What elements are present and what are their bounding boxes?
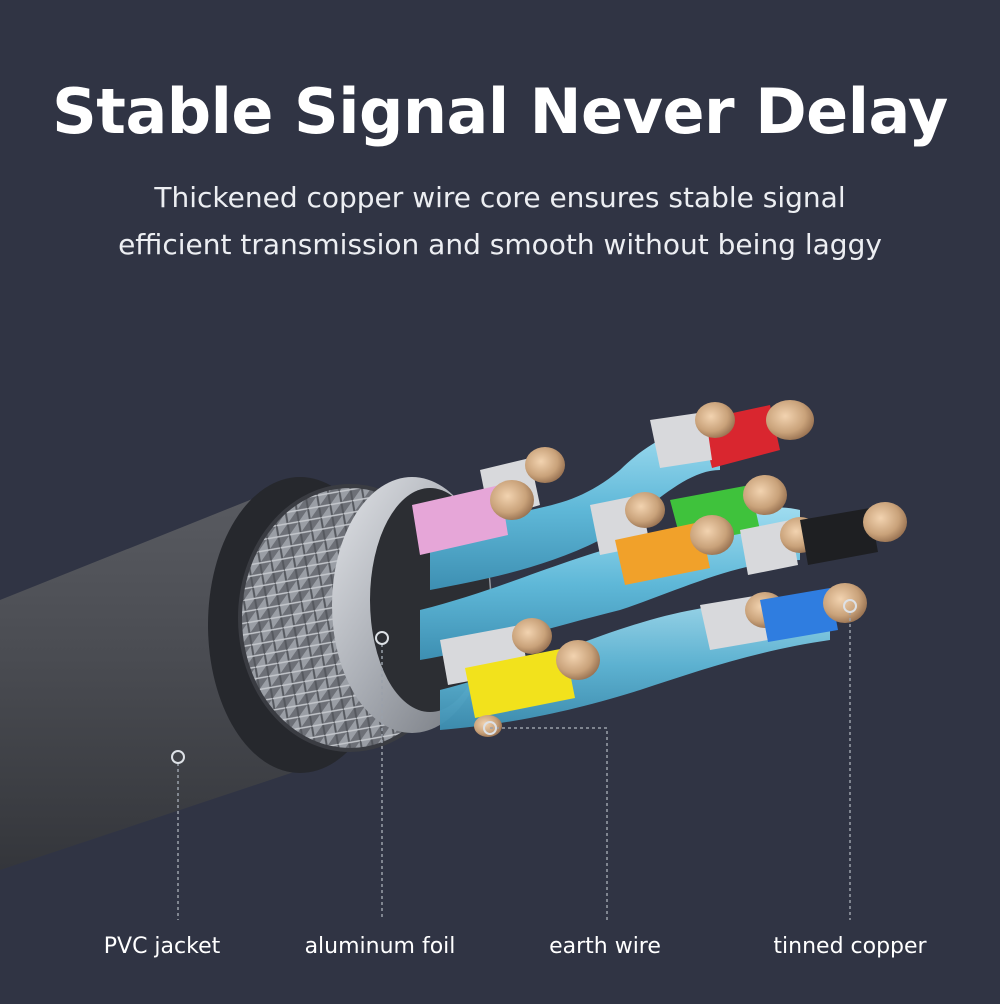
wire-white-top <box>650 402 735 468</box>
subtitle-line-2: efficient transmission and smooth withou… <box>118 228 882 261</box>
callout-label-aluminum-foil: aluminum foil <box>304 934 456 959</box>
callout-label-pvc-jacket: PVC jacket <box>103 934 221 959</box>
callout-markers <box>171 599 857 764</box>
wire-orange <box>615 515 734 585</box>
wire-black <box>800 502 907 565</box>
callout-lines <box>177 612 851 920</box>
wire-pink <box>412 480 534 555</box>
callout-label-tinned-copper: tinned copper <box>773 934 927 959</box>
wire-yellow <box>465 640 600 718</box>
subtitle-line-1: Thickened copper wire core ensures stabl… <box>154 181 846 214</box>
callout-label-earth-wire: earth wire <box>549 934 661 959</box>
page-title: Stable Signal Never Delay <box>52 75 948 148</box>
